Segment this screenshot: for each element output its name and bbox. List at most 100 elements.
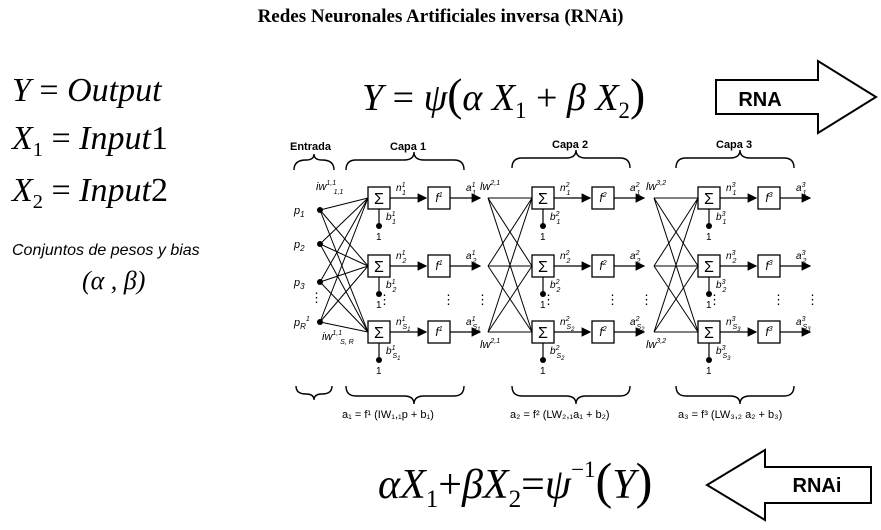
bias-one: 1 [706,366,712,377]
params-label: (α , β) [82,266,146,295]
fwd-x1-sub: 1 [515,97,527,123]
layer-ellipsis: ⋮ [606,292,619,307]
bias-node [706,357,712,363]
bias-node [706,291,712,297]
bias-one: 1 [376,232,382,243]
bias-node [376,223,382,229]
layer-ellipsis: ⋮ [640,292,653,307]
transfer-fn-label: f2 [599,325,606,339]
bias-node [540,223,546,229]
input-ellipsis: ⋮ [310,290,323,305]
fwd-beta: β [566,77,586,119]
x2-symbol: X [12,172,33,209]
fwd-fn: ψ [423,77,448,119]
sum-icon: Σ [374,259,384,276]
transfer-fn-label: f2 [599,191,606,205]
input-node-1 [317,207,323,213]
neural-network-diagram: Entrada Capa 1 Capa 2 Capa 3 p1 p2 p3 pR… [290,139,819,421]
header-input: Entrada [290,141,332,153]
transfer-fn-label: f3 [765,191,772,205]
transfer-fn-label: f1 [435,259,442,273]
bottom-braces [295,385,795,405]
inv-alpha: α [378,462,401,508]
transfer-fn-label: f3 [765,259,772,273]
input-p2: p2 [293,239,305,253]
fwd-x2-sub: 2 [618,97,630,123]
lw32-bottom-label: lw3,2 [646,338,666,351]
fwd-lhs: Y [362,77,384,119]
formula-layer2: a₂ = f² (LW₂,₁a₁ + b₂) [510,409,610,421]
formula-layer3: a₃ = f³ (LW₃,₂ a₂ + b₃) [678,409,782,421]
bias-one: 1 [540,232,546,243]
inv-x1: X [400,462,426,508]
input-pr: pR1 [293,316,310,331]
rna-arrow: RNA [715,59,878,135]
formula-layer1: a₁ = f¹ (IW₁,₁p + b₁) [342,409,434,421]
y-symbol: Y [12,72,31,109]
x2-subscript: 2 [32,191,43,214]
fwd-x1: X [491,77,516,119]
layer-ellipsis: ⋮ [806,292,819,307]
transfer-fn-label: f1 [435,191,442,205]
inverse-equation: αX1+βX2=ψ−1(Y) [378,453,653,513]
transfer-fn-label: f1 [435,325,442,339]
inv-beta: β [461,462,483,508]
sum-icon: Σ [538,259,548,276]
sum-icon: Σ [374,325,384,342]
layer-ellipsis: ⋮ [772,292,785,307]
fwd-x2: X [595,77,619,119]
bias-node [706,223,712,229]
layer2-connections [487,197,533,333]
rnai-label: RNAi [793,475,842,497]
def-x2: X2 = Input2 [12,172,168,214]
x1-symbol: X [12,120,33,157]
input-connections [319,197,369,333]
sum-icon: Σ [704,325,714,342]
def-x1: X1 = Input1 [12,120,168,162]
sum-icon: Σ [538,325,548,342]
forward-equation: Y = ψ(α X1 + β X2) [362,69,646,123]
page-title: Redes Neuronales Artificiales inversa (R… [257,6,624,27]
bias-one: 1 [540,300,546,311]
bias-one: 1 [706,232,712,243]
sum-icon: Σ [538,191,548,208]
bias-node [540,291,546,297]
inv-x2: X [482,462,509,508]
x1-value: Input [79,120,151,157]
bias-node [376,291,382,297]
x1-subscript: 1 [32,139,43,162]
x2-number: 2 [150,172,168,209]
lw21-top-label: lw2,1 [480,180,500,193]
def-y: Y = Output [12,72,162,109]
bias-one: 1 [376,300,382,311]
sum-icon: Σ [704,191,714,208]
bias-one: 1 [540,366,546,377]
top-braces [293,149,795,171]
